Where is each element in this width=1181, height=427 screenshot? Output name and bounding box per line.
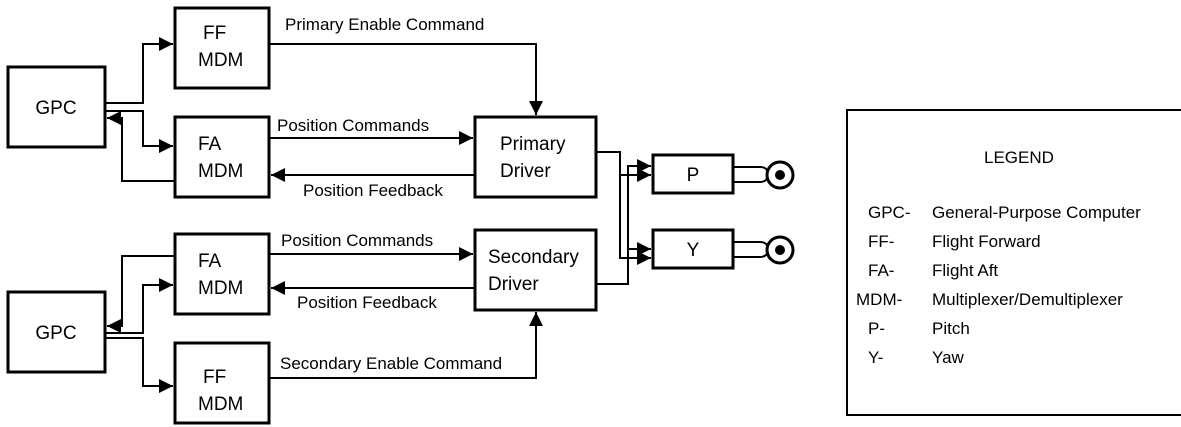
fa-mdm-bottom-label-2: MDM	[198, 278, 243, 299]
fa-mdm-bottom-block: FA MDM	[173, 232, 271, 316]
gpc-bottom-block: GPC	[6, 290, 107, 374]
secondary-enable-label: Secondary Enable Command	[280, 354, 502, 373]
legend-abbr-y: Y-	[868, 348, 883, 367]
primary-driver-label-1: Primary	[500, 134, 566, 155]
position-feedback-top-label: Position Feedback	[303, 181, 443, 200]
gpc-bottom-connections	[105, 255, 175, 393]
actuator-y-rod	[733, 235, 795, 265]
fa-mdm-top-label-2: MDM	[198, 161, 243, 182]
legend-meaning-mdm: Multiplexer/Demultiplexer	[932, 290, 1123, 309]
gpc-top-label: GPC	[35, 98, 76, 119]
legend-abbr-fa: FA-	[868, 261, 894, 280]
ff-mdm-bottom-label-2: MDM	[198, 394, 243, 415]
legend-meaning-y: Yaw	[932, 348, 965, 367]
actuator-y-label: Y	[687, 240, 700, 261]
legend-title: LEGEND	[984, 148, 1054, 167]
secondary-enable-line	[269, 312, 543, 379]
legend-meaning-ff: Flight Forward	[932, 232, 1041, 251]
primary-driver-block: Primary Driver	[473, 115, 598, 199]
ff-mdm-top-block: FF MDM	[173, 6, 271, 90]
legend-abbr-p: P-	[868, 319, 885, 338]
driver-output-connections	[596, 151, 651, 285]
gpc-top-connections	[105, 37, 175, 182]
position-commands-bottom-label: Position Commands	[281, 231, 433, 250]
legend-abbr-mdm: MDM-	[856, 290, 902, 309]
position-commands-top-label: Position Commands	[277, 116, 429, 135]
secondary-driver-block: Secondary Driver	[473, 228, 598, 312]
legend-meaning-fa: Flight Aft	[932, 261, 998, 280]
actuator-y-block: Y	[651, 228, 735, 270]
actuator-p-rod	[733, 160, 795, 190]
legend: LEGEND GPC- General-Purpose Computer FF-…	[846, 109, 1181, 416]
actuator-p-label: P	[687, 165, 700, 186]
ff-mdm-top-label-1: FF	[203, 23, 226, 44]
actuator-p-block: P	[651, 153, 735, 195]
primary-driver-label-2: Driver	[500, 161, 551, 182]
primary-enable-label: Primary Enable Command	[285, 15, 484, 34]
primary-enable-line	[269, 43, 543, 115]
ff-mdm-bottom-block: FF MDM	[173, 341, 271, 425]
secondary-driver-label-2: Driver	[488, 274, 539, 295]
legend-abbr-ff: FF-	[868, 232, 894, 251]
ff-mdm-top-label-2: MDM	[198, 50, 243, 71]
legend-meaning-p: Pitch	[932, 319, 970, 338]
gpc-top-block: GPC	[6, 65, 107, 149]
fa-mdm-top-block: FA MDM	[173, 115, 271, 199]
ff-mdm-bottom-label-1: FF	[203, 367, 226, 388]
legend-meaning-gpc: General-Purpose Computer	[932, 203, 1141, 222]
secondary-driver-label-1: Secondary	[488, 247, 579, 268]
position-feedback-bottom-label: Position Feedback	[297, 293, 437, 312]
fa-mdm-bottom-label-1: FA	[198, 251, 222, 272]
legend-abbr-gpc: GPC-	[868, 203, 911, 222]
fa-mdm-top-label-1: FA	[198, 134, 222, 155]
gpc-bottom-label: GPC	[35, 323, 76, 344]
